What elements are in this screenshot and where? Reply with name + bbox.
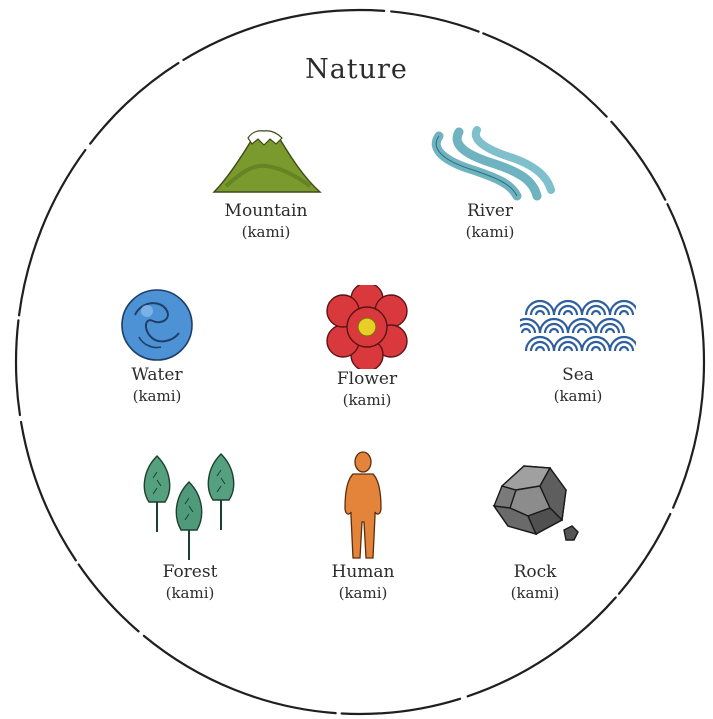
flower-kami-label: (kami) bbox=[287, 390, 447, 411]
human-kami-label: (kami) bbox=[283, 583, 443, 604]
rock-item: Rock (kami) bbox=[455, 450, 615, 604]
human-icon bbox=[333, 450, 393, 562]
human-item: Human (kami) bbox=[283, 450, 443, 604]
rock-kami-label: (kami) bbox=[455, 583, 615, 604]
diagram-title: Nature bbox=[0, 54, 713, 85]
mountain-kami-label: (kami) bbox=[186, 222, 346, 243]
water-icon bbox=[117, 285, 197, 365]
sea-waves-icon bbox=[520, 285, 636, 365]
river-icon bbox=[425, 126, 555, 201]
rock-icon bbox=[480, 450, 590, 562]
river-label: River bbox=[410, 201, 570, 222]
river-item: River (kami) bbox=[410, 126, 570, 243]
river-kami-label: (kami) bbox=[410, 222, 570, 243]
water-item: Water (kami) bbox=[77, 285, 237, 407]
mountain-icon bbox=[206, 126, 326, 201]
flower-icon bbox=[325, 285, 409, 369]
sea-label: Sea bbox=[498, 365, 658, 386]
water-label: Water bbox=[77, 365, 237, 386]
forest-icon bbox=[135, 450, 245, 562]
forest-item: Forest (kami) bbox=[110, 450, 270, 604]
flower-item: Flower (kami) bbox=[287, 285, 447, 411]
rock-label: Rock bbox=[455, 562, 615, 583]
sea-item: Sea (kami) bbox=[498, 285, 658, 407]
mountain-label: Mountain bbox=[186, 201, 346, 222]
mountain-item: Mountain (kami) bbox=[186, 126, 346, 243]
forest-label: Forest bbox=[110, 562, 270, 583]
water-kami-label: (kami) bbox=[77, 386, 237, 407]
sea-kami-label: (kami) bbox=[498, 386, 658, 407]
flower-label: Flower bbox=[287, 369, 447, 390]
forest-kami-label: (kami) bbox=[110, 583, 270, 604]
human-label: Human bbox=[283, 562, 443, 583]
